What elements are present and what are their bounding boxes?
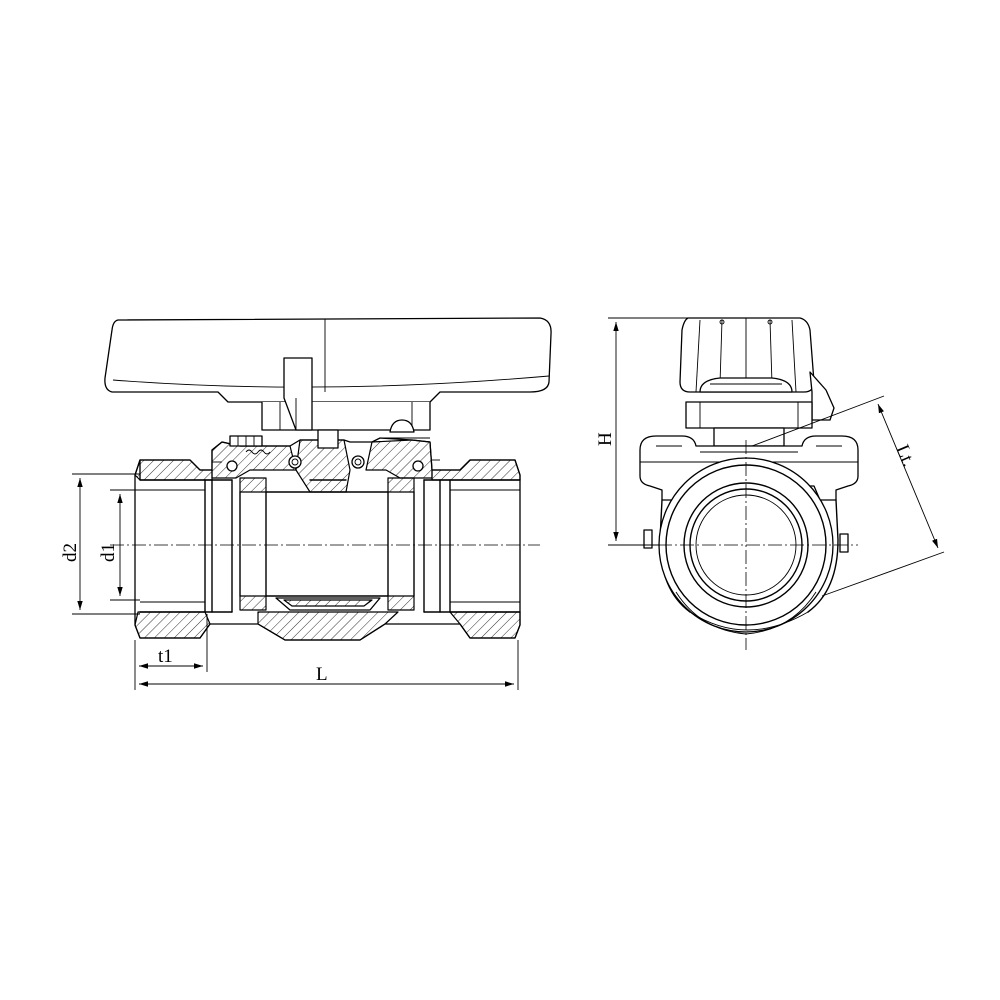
label-d2: d2 xyxy=(60,543,81,562)
dimension-t1: t1 xyxy=(134,614,208,690)
end-view: H Lt. xyxy=(595,317,945,650)
lever-handle xyxy=(104,317,552,431)
end-view-handle xyxy=(679,317,835,447)
side-section-view: d2 d1 t1 L xyxy=(60,317,552,690)
label-H: H xyxy=(595,432,616,446)
label-L: L xyxy=(316,664,328,685)
label-t1: t1 xyxy=(158,646,173,667)
dimension-d2: d2 xyxy=(60,473,140,615)
dimension-H: H xyxy=(595,317,690,546)
label-d1: d1 xyxy=(98,543,119,562)
valve-body xyxy=(134,419,521,641)
dimension-d1: d1 xyxy=(98,489,140,601)
dimension-L: L xyxy=(139,640,519,690)
